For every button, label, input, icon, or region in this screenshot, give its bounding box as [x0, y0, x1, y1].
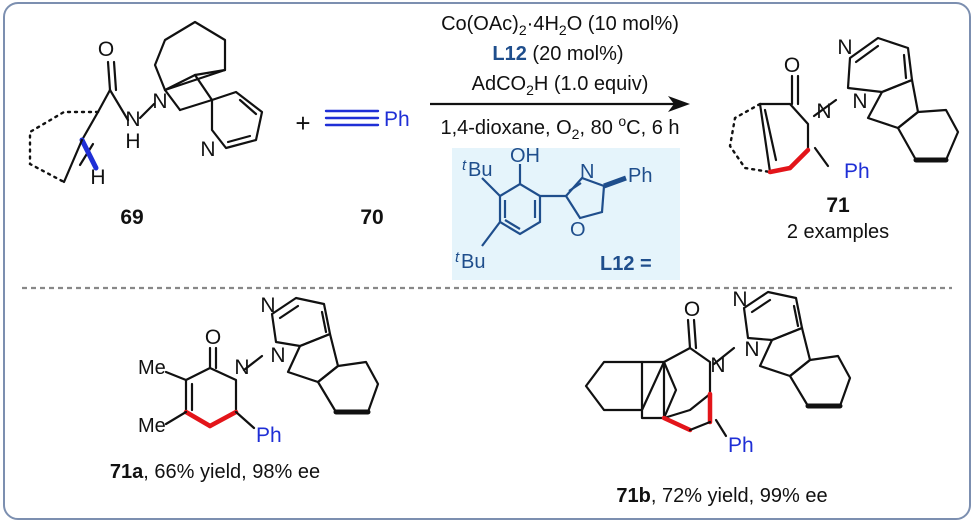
- frame: [3, 2, 971, 520]
- ligand-tbu1-bu: Bu: [468, 159, 492, 181]
- atom-n-69a: N: [125, 108, 140, 131]
- atom-o-71b: O: [684, 298, 700, 321]
- reagent-catalyst: Co(OAc)2·4H2O (10 mol%): [441, 13, 679, 38]
- methyl-1: Me: [138, 357, 166, 379]
- atom-n-71a-a: N: [234, 356, 249, 379]
- atom-o-71a: O: [205, 326, 221, 349]
- atom-n-71a-b: N: [270, 344, 285, 367]
- methyl-2: Me: [138, 415, 166, 437]
- compound-70: [324, 109, 380, 127]
- example-71a-caption: 71a, 66% yield, 98% ee: [110, 461, 320, 483]
- ligand-tbu2-t: t: [455, 249, 460, 266]
- atom-ph-71a: Ph: [256, 424, 282, 447]
- atom-n-71a: N: [816, 100, 831, 123]
- ligand-oh: OH: [510, 145, 540, 167]
- atom-o-71: O: [784, 54, 800, 77]
- atom-o-69: O: [98, 38, 114, 61]
- atom-n-71b-c: N: [732, 288, 747, 311]
- atom-n-71b-a: N: [710, 354, 725, 377]
- label-71-note: 2 examples: [787, 221, 889, 243]
- atom-n-71b-b: N: [744, 338, 759, 361]
- atom-n-71a-c: N: [260, 294, 275, 317]
- ligand-tbu1-t: t: [462, 157, 467, 174]
- compound-69: [28, 20, 264, 184]
- atom-n-71b: N: [852, 90, 867, 113]
- label-71: 71: [826, 194, 850, 217]
- compound-71: [728, 36, 960, 175]
- reagent-acid: AdCO2H (1.0 equiv): [472, 73, 649, 98]
- ligand-ph: Ph: [628, 165, 652, 187]
- arrow-head: [668, 96, 690, 112]
- ligand-tbu2-bu: Bu: [461, 251, 485, 273]
- compound-71b: [584, 290, 852, 438]
- alkyne-ph: Ph: [384, 108, 410, 131]
- ligand-o: O: [570, 219, 586, 241]
- atom-n-69b: N: [152, 90, 167, 113]
- atom-ph-71b: Ph: [728, 434, 754, 457]
- atom-n-69c: N: [200, 138, 215, 161]
- reagent-conditions: 1,4-dioxane, O2, 80 oC, 6 h: [440, 113, 679, 142]
- ligand-box: [452, 148, 680, 280]
- label-70: 70: [360, 206, 383, 229]
- atom-h-69a: H: [125, 130, 140, 153]
- compound-71a: [164, 296, 380, 430]
- atom-n-71c: N: [837, 36, 852, 59]
- reagent-ligand: L12 (20 mol%): [492, 43, 623, 65]
- label-69: 69: [120, 206, 143, 229]
- ligand-l12-structure: [481, 164, 627, 247]
- atom-ph-71: Ph: [844, 160, 870, 183]
- atom-h-69b: H: [90, 166, 105, 189]
- plus-sign: +: [295, 108, 310, 138]
- ligand-n: N: [580, 161, 594, 183]
- ligand-label: L12 =: [600, 253, 652, 275]
- example-71b-caption: 71b, 72% yield, 99% ee: [616, 485, 827, 507]
